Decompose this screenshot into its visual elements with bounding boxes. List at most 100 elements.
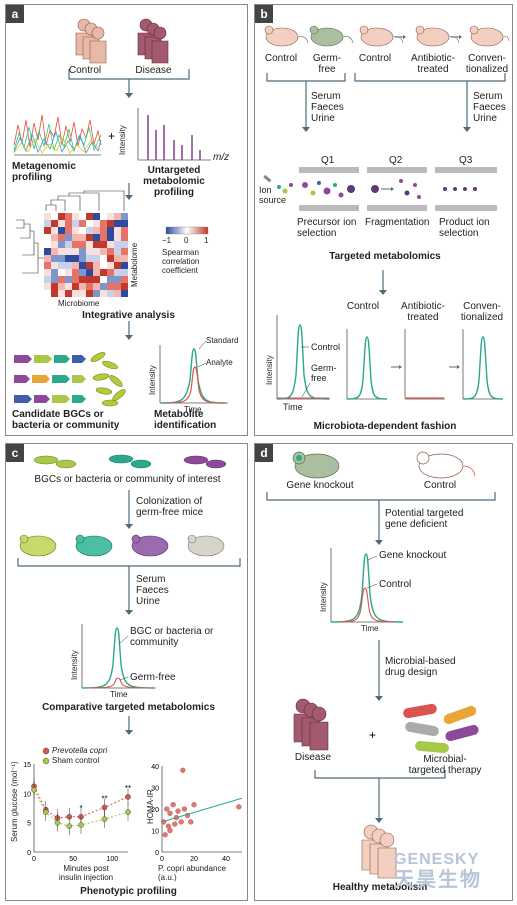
heatmap-cell [93, 255, 100, 262]
b-sfu-right: Serum Faeces Urine [473, 91, 506, 124]
a-candidate-label: Candidate BGCs or bacteria or community [12, 409, 120, 431]
heatmap-cell [86, 269, 93, 276]
heatmap-cell [107, 290, 114, 297]
homa-point [167, 810, 173, 816]
heatmap-cell [58, 283, 65, 290]
heatmap-cell [93, 227, 100, 234]
glucose-point [125, 809, 131, 815]
b-dependent-label: Microbiota-dependent fashion [313, 421, 457, 432]
heatmap-cell [114, 248, 121, 255]
glucose-xtick: 100 [106, 856, 118, 863]
heatmap-cell [58, 241, 65, 248]
a-spearman-label: Spearman correlation coefficient [162, 248, 200, 275]
homa-point [180, 767, 186, 773]
a-integrative-label: Integrative analysis [82, 310, 175, 321]
glucose-point [101, 804, 108, 811]
heatmap-cell [107, 220, 114, 227]
control-mouse-icon-d [416, 451, 476, 479]
homa-ytick: 10 [151, 829, 159, 836]
heatmap-cell [79, 255, 86, 262]
heatmap-cell [114, 220, 121, 227]
heatmap-cell [86, 241, 93, 248]
heatmap-cell [121, 220, 128, 227]
heatmap-cell [65, 227, 72, 234]
homa-point [188, 819, 194, 825]
heatmap-cell [100, 276, 107, 283]
d-time-label: Time [361, 624, 379, 633]
heatmap-cell [65, 241, 72, 248]
heatmap-cell [51, 213, 58, 220]
heatmap-cell [51, 241, 58, 248]
heatmap-cell [58, 276, 65, 283]
homa-point [181, 806, 188, 812]
heatmap-cell [79, 248, 86, 255]
watermark-cn: 天昊生物 [394, 869, 482, 891]
heatmap-cell [58, 213, 65, 220]
heatmap-cell [121, 234, 128, 241]
b-time-label: Time [283, 402, 303, 412]
heatmap-cell [121, 241, 128, 248]
heatmap-cell [79, 283, 86, 290]
a-metagenomic-label: Metagenomic profiling [12, 161, 76, 183]
germfree-mouse-icon [309, 25, 354, 47]
c-legend-prevotella: Prevotella copri [52, 746, 108, 755]
heatmap-cell [114, 283, 121, 290]
heatmap-cell [107, 248, 114, 255]
heatmap-cell [44, 241, 51, 248]
b-germfree-curve-label: Germ- free [311, 363, 337, 383]
b-ctrl-top-label: Control [346, 301, 380, 312]
color-scale [165, 226, 209, 235]
glucose-xtick: 0 [32, 856, 36, 863]
bacteria-icons [90, 351, 126, 407]
d-gk-curve-label: Gene knockout [379, 550, 447, 561]
a-identification-label: Metabolite identification [154, 409, 217, 431]
a-intensity2-label: Intensity [148, 365, 157, 395]
panel-d-label: d [255, 444, 273, 462]
heatmap-cell [51, 248, 58, 255]
svg-text:+: + [369, 728, 376, 742]
heatmap-cell [100, 269, 107, 276]
plus-sign: + [108, 129, 115, 143]
heatmap-cell [121, 262, 128, 269]
c-homa-ylabel: HOMA-IR [146, 789, 155, 824]
panel-a-label: a [6, 5, 24, 23]
heatmap-cell [86, 220, 93, 227]
homa-point [165, 823, 172, 829]
heatmap-cell [86, 234, 93, 241]
b-anti-top-label: Antibiotic- treated [401, 301, 445, 323]
a-standard-label: Standard [206, 336, 239, 345]
heatmap-cell [51, 255, 58, 262]
comparative-chart [81, 624, 156, 689]
c-bgcs-label: BGCs or bacteria or community of interes… [34, 474, 221, 485]
a-disease-label: Disease [135, 65, 172, 76]
heatmap-cell [121, 227, 128, 234]
heatmap-cell [65, 276, 72, 283]
control-mouse-icon [264, 25, 309, 47]
c-phenotypic-label: Phenotypic profiling [80, 886, 177, 897]
heatmap-cell [44, 290, 51, 297]
significance-marker: ** [101, 794, 107, 803]
heatmap-cell [121, 213, 128, 220]
b-sfu-left: Serum Faeces Urine [311, 91, 344, 124]
correlation-heatmap [16, 190, 128, 297]
heatmap-cell [65, 269, 72, 276]
a-untargeted-label: Untargeted metabolomic profiling [143, 165, 205, 198]
heatmap-cell [72, 227, 79, 234]
heatmap-cell [114, 241, 121, 248]
conventionalized-mouse-icon [469, 25, 510, 47]
heatmap-cell [86, 290, 93, 297]
heatmap-cell [114, 290, 121, 297]
heatmap-cell [100, 220, 107, 227]
heatmap-cell [100, 283, 107, 290]
panel-d-graphics: + [266, 451, 496, 879]
heatmap-cell [93, 248, 100, 255]
heatmap-cell [79, 213, 86, 220]
heatmap-cell [86, 255, 93, 262]
untargeted-spectrum [137, 108, 211, 161]
heatmap-cell [86, 283, 93, 290]
heatmap-cell [107, 241, 114, 248]
b-precursor-label: Precursor ion selection [297, 217, 357, 239]
heatmap-cell [107, 227, 114, 234]
d-intensity-label: Intensity [319, 582, 328, 612]
